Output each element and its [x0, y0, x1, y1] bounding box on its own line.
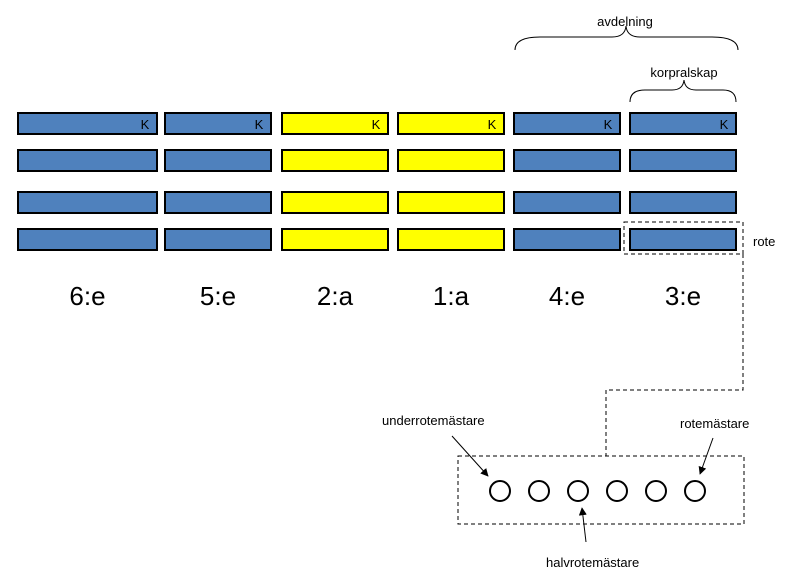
avdelning-label: avdelning: [597, 14, 653, 29]
rote-bar: [397, 228, 505, 251]
column-label: 4:e: [549, 281, 585, 311]
column-label: 6:e: [69, 281, 105, 311]
column-label: 1:a: [433, 281, 470, 311]
rote-bar: [17, 191, 158, 214]
rote-bar: [397, 149, 505, 172]
korpral-marker: K: [141, 117, 150, 132]
korpral-marker: K: [604, 117, 613, 132]
column-labels: 6:e 5:e 2:a 1:a 4:e 3:e: [69, 281, 701, 311]
korpral-marker: K: [720, 117, 729, 132]
rote-bar: [164, 112, 272, 135]
rote-bar: [281, 149, 389, 172]
rote-dashed-box: [623, 221, 744, 255]
soldier-circle: [645, 480, 667, 502]
rote-bar: [281, 112, 389, 135]
column-label: 5:e: [200, 281, 236, 311]
rote-detail-box: [457, 455, 745, 525]
avdelning-brace: [514, 25, 739, 51]
rote-bar: [281, 191, 389, 214]
rotemastare-arrow: [698, 437, 714, 475]
rote-label: rote: [753, 234, 775, 249]
rote-bar: [17, 228, 158, 251]
circles-group: [489, 480, 706, 502]
soldier-circle: [528, 480, 550, 502]
rote-bar: [629, 228, 737, 251]
rote-bar: [164, 149, 272, 172]
rote-bar: [17, 149, 158, 172]
korpral-marker: K: [488, 117, 497, 132]
rote-bar: [513, 191, 621, 214]
rote-bar: [629, 112, 737, 135]
soldier-circle: [606, 480, 628, 502]
rote-bar: [513, 149, 621, 172]
underrotemastare-arrow: [451, 435, 489, 477]
rote-bar: [164, 228, 272, 251]
rote-bar: [513, 228, 621, 251]
column-label: 2:a: [317, 281, 354, 311]
rote-connector-line: [605, 254, 744, 456]
korpral-marker: K: [255, 117, 264, 132]
rote-bar: [164, 191, 272, 214]
soldier-circle: [567, 480, 589, 502]
rote-bar: [397, 112, 505, 135]
halvrotemastare-label: halvrotemästare: [546, 555, 639, 570]
korpral-marker: K: [372, 117, 381, 132]
rote-bar: [281, 228, 389, 251]
soldier-circle: [684, 480, 706, 502]
column-label: 3:e: [665, 281, 701, 311]
rote-bar: [17, 112, 158, 135]
halvrotemastare-arrow: [578, 507, 587, 543]
korpralskap-brace: [629, 79, 737, 103]
rotemastare-label: rotemästare: [680, 416, 749, 431]
rote-bar: [629, 149, 737, 172]
rote-bar: [513, 112, 621, 135]
underrotemastare-label: underrotemästare: [382, 413, 485, 428]
rote-bar: [629, 191, 737, 214]
soldier-circle: [489, 480, 511, 502]
korpralskap-label: korpralskap: [650, 65, 717, 80]
rote-bar: [397, 191, 505, 214]
